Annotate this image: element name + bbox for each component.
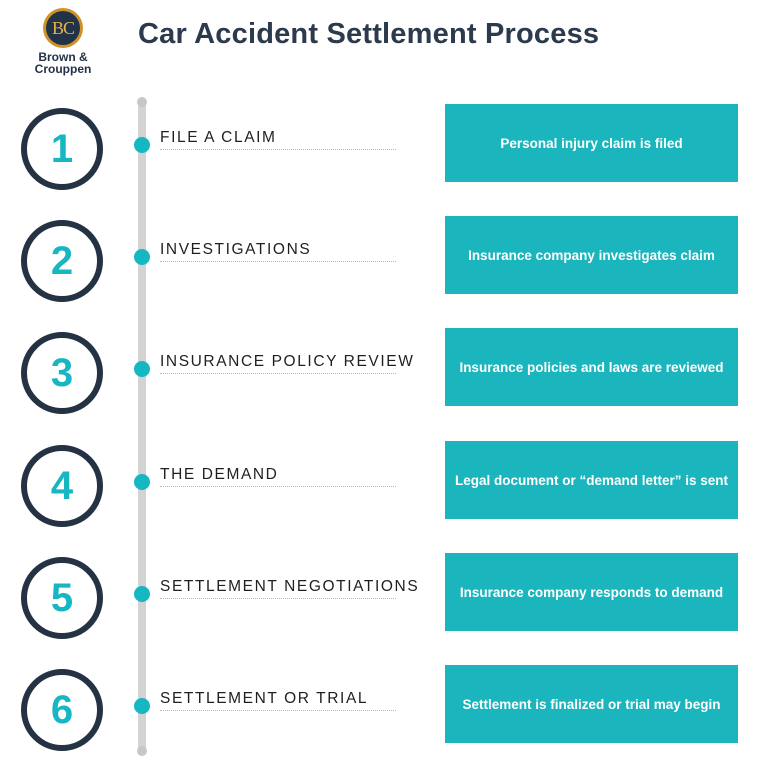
step-6: 6 SETTLEMENT OR TRIAL Settlement is fina… bbox=[0, 664, 768, 776]
step-label: SETTLEMENT NEGOTIATIONS bbox=[160, 578, 420, 595]
step-number-circle: 4 bbox=[21, 445, 103, 527]
timeline-dot bbox=[134, 137, 150, 153]
logo-name: Brown & Crouppen bbox=[18, 51, 108, 75]
timeline-rail-top-cap bbox=[137, 97, 147, 107]
step-label: INSURANCE POLICY REVIEW bbox=[160, 353, 415, 370]
step-5: 5 SETTLEMENT NEGOTIATIONS Insurance comp… bbox=[0, 552, 768, 664]
page-title: Car Accident Settlement Process bbox=[138, 18, 600, 50]
step-description: Personal injury claim is filed bbox=[445, 104, 738, 182]
step-label: FILE A CLAIM bbox=[160, 129, 277, 146]
step-1: 1 FILE A CLAIM Personal injury claim is … bbox=[0, 103, 768, 215]
step-divider bbox=[160, 486, 396, 487]
timeline-rail-bottom-cap bbox=[137, 746, 147, 756]
logo-initials: BC bbox=[46, 11, 80, 45]
step-label: INVESTIGATIONS bbox=[160, 241, 312, 258]
step-number-circle: 1 bbox=[21, 108, 103, 190]
step-description: Insurance policies and laws are reviewed bbox=[445, 328, 738, 406]
step-number-circle: 5 bbox=[21, 557, 103, 639]
timeline-dot bbox=[134, 474, 150, 490]
step-label: THE DEMAND bbox=[160, 466, 279, 483]
step-4: 4 THE DEMAND Legal document or “demand l… bbox=[0, 440, 768, 552]
step-number-circle: 3 bbox=[21, 332, 103, 414]
timeline-dot bbox=[134, 698, 150, 714]
step-description: Insurance company investigates claim bbox=[445, 216, 738, 294]
logo-emblem: BC bbox=[43, 8, 83, 48]
step-number-circle: 2 bbox=[21, 220, 103, 302]
step-description: Settlement is finalized or trial may beg… bbox=[445, 665, 738, 743]
step-divider bbox=[160, 261, 396, 262]
timeline-dot bbox=[134, 249, 150, 265]
step-divider bbox=[160, 598, 396, 599]
step-description: Insurance company responds to demand bbox=[445, 553, 738, 631]
step-divider bbox=[160, 710, 396, 711]
step-2: 2 INVESTIGATIONS Insurance company inves… bbox=[0, 215, 768, 327]
step-divider bbox=[160, 149, 396, 150]
timeline-rail bbox=[138, 100, 146, 754]
brand-logo: BC Brown & Crouppen bbox=[18, 8, 108, 75]
step-divider bbox=[160, 373, 396, 374]
step-label: SETTLEMENT OR TRIAL bbox=[160, 690, 369, 707]
timeline-dot bbox=[134, 586, 150, 602]
step-number-circle: 6 bbox=[21, 669, 103, 751]
timeline-dot bbox=[134, 361, 150, 377]
step-description: Legal document or “demand letter” is sen… bbox=[445, 441, 738, 519]
logo-name-line2: Crouppen bbox=[34, 62, 92, 76]
step-3: 3 INSURANCE POLICY REVIEW Insurance poli… bbox=[0, 327, 768, 439]
logo-name-line1: Brown & bbox=[38, 50, 88, 64]
